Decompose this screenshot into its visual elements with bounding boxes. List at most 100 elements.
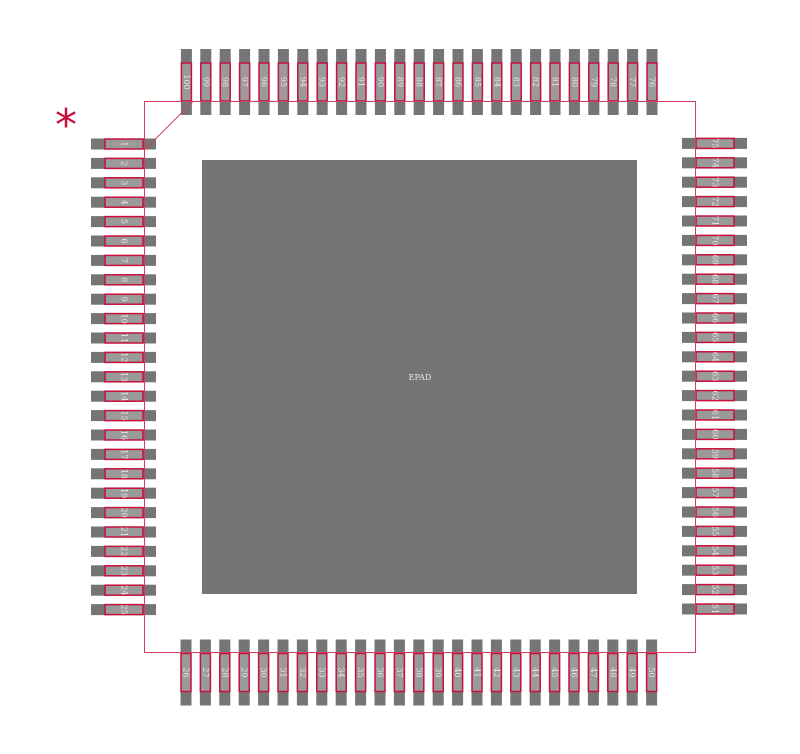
pin-number-label: 98	[221, 77, 230, 87]
pin-number-label: 61	[711, 410, 720, 420]
pin-20: 20	[91, 506, 156, 519]
pin-number-label: 28	[220, 667, 229, 677]
pin-number-label: 16	[120, 430, 129, 440]
pin-78: 78	[607, 49, 619, 115]
pin-land-outline	[529, 652, 541, 693]
pin-69: 69	[682, 254, 747, 266]
pin-land-outline	[104, 215, 144, 228]
pin-number-label: 49	[628, 667, 637, 677]
pin-number-label: 39	[434, 667, 443, 677]
pin-number-label: 99	[201, 77, 210, 87]
pin-number-label: 81	[551, 77, 560, 87]
pin1-chamfer-line	[144, 101, 194, 151]
pin-59: 59	[682, 448, 747, 460]
pin-47: 47	[587, 639, 600, 706]
pin-number-label: 72	[711, 197, 720, 207]
pin-67: 67	[682, 292, 747, 305]
pin-36: 36	[374, 639, 386, 706]
pin-75: 75	[682, 137, 747, 150]
pin-97: 97	[238, 49, 251, 115]
pin-number-label: 37	[395, 667, 404, 677]
pin-land-outline	[104, 448, 144, 461]
pin-land-outline	[104, 468, 144, 480]
body-outline	[144, 101, 696, 653]
pin-number-label: 77	[628, 77, 637, 87]
pin-number-label: 89	[395, 77, 404, 87]
pin-24: 24	[91, 584, 156, 596]
pin-number-label: 30	[259, 667, 268, 677]
pin-land-outline	[104, 293, 144, 305]
pin-95: 95	[277, 49, 290, 115]
pin-number-label: 50	[647, 667, 656, 677]
pin-number-label: 53	[711, 565, 720, 575]
pin-87: 87	[432, 49, 445, 115]
pin-number-label: 93	[318, 77, 327, 87]
pin-7: 7	[91, 254, 156, 267]
pin-land-outline	[104, 565, 144, 577]
pin-land-outline	[104, 584, 144, 596]
pin-number-label: 60	[711, 429, 720, 439]
pin-land-outline	[451, 652, 464, 693]
pin-13: 13	[91, 371, 156, 383]
pin-number-label: 69	[711, 255, 720, 265]
pin-57: 57	[682, 486, 747, 499]
pin-land-outline	[257, 652, 270, 693]
pin-land-outline	[568, 652, 580, 693]
pin-68: 68	[682, 273, 747, 285]
pin-11: 11	[91, 332, 156, 344]
pin-96: 96	[258, 49, 270, 115]
pin-land-outline	[104, 274, 144, 286]
pin-74: 74	[682, 157, 747, 169]
pin-land-outline	[104, 351, 144, 364]
pin-number-label: 95	[279, 77, 288, 87]
pin-number-label: 45	[550, 667, 559, 677]
pin-land-outline	[354, 652, 367, 693]
pin-number-label: 34	[337, 667, 346, 677]
pin-number-label: 88	[415, 77, 424, 87]
pin-55: 55	[682, 525, 747, 538]
pin-91: 91	[355, 49, 367, 115]
pin-number-label: 15	[120, 411, 129, 421]
pin-number-label: 85	[473, 77, 482, 87]
pin-number-label: 32	[298, 667, 307, 677]
pin-28: 28	[219, 639, 231, 706]
pin-land-outline	[607, 652, 619, 693]
pin-land-outline	[104, 603, 144, 616]
pin-86: 86	[452, 49, 464, 115]
pin-land-outline	[180, 652, 192, 693]
pin-35: 35	[354, 639, 367, 706]
pin-number-label: 51	[711, 604, 720, 614]
pin-12: 12	[91, 351, 156, 364]
pin-number-label: 96	[260, 77, 269, 87]
pin-61: 61	[682, 409, 747, 421]
pin-land-outline	[548, 652, 561, 693]
pin-89: 89	[394, 49, 406, 115]
pin-9: 9	[91, 293, 156, 305]
pin-land-outline	[316, 652, 328, 693]
pin-number-label: 64	[711, 352, 720, 362]
pin-land-outline	[104, 487, 144, 499]
pin-land-outline	[104, 545, 144, 558]
pin-10: 10	[91, 312, 156, 325]
pin-number-label: 74	[711, 158, 720, 168]
pin-land-outline	[393, 652, 406, 693]
pin-65: 65	[682, 331, 747, 344]
pin-3: 3	[91, 177, 156, 189]
pin-number-label: 42	[492, 667, 501, 677]
pin-18: 18	[91, 468, 156, 480]
pin-land-outline	[296, 652, 309, 693]
pin-land-outline	[626, 652, 638, 693]
pin-number-label: 83	[512, 77, 521, 87]
pin-81: 81	[549, 49, 561, 115]
pin-number-label: 67	[711, 294, 720, 304]
pin-25: 25	[91, 603, 156, 616]
pin-land-outline	[104, 409, 144, 422]
pin-70: 70	[682, 234, 747, 247]
pin-number-label: 68	[711, 274, 720, 284]
pin-30: 30	[257, 639, 270, 706]
pin-land-outline	[104, 177, 144, 189]
pin-1: 1	[91, 138, 156, 150]
pin-77: 77	[626, 49, 639, 115]
pin-number-label: 11	[120, 333, 129, 343]
pin-6: 6	[91, 235, 156, 247]
